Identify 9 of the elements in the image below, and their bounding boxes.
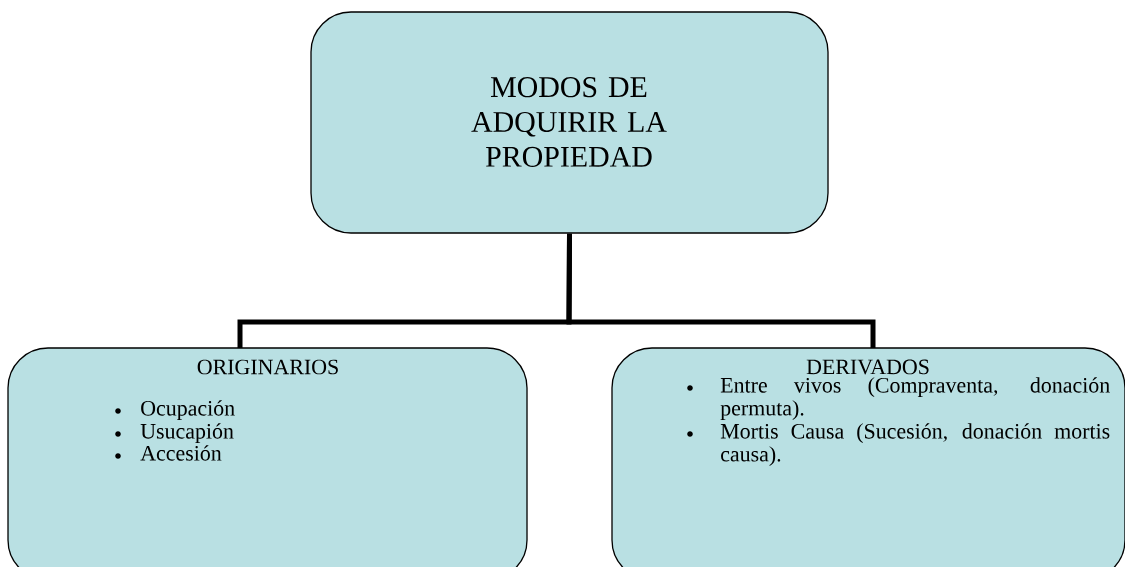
title-text: MODOS DE ADQUIRIR LA PROPIEDAD: [471, 77, 667, 167]
heading-text: ORIGINARIOS: [197, 359, 338, 375]
list-item: Mortis Causa (Sucesión, donación mortis causa).: [720, 423, 1110, 466]
list-item: Accesión: [140, 445, 222, 461]
list-item: Entre vivos (Compraventa, donación permuta).: [720, 377, 1110, 420]
list-item: Ocupación: [141, 400, 235, 421]
heading-text: DERIVADOS: [806, 359, 929, 375]
connector-line: [566, 233, 876, 348]
list-item: Usucapión: [140, 423, 234, 444]
